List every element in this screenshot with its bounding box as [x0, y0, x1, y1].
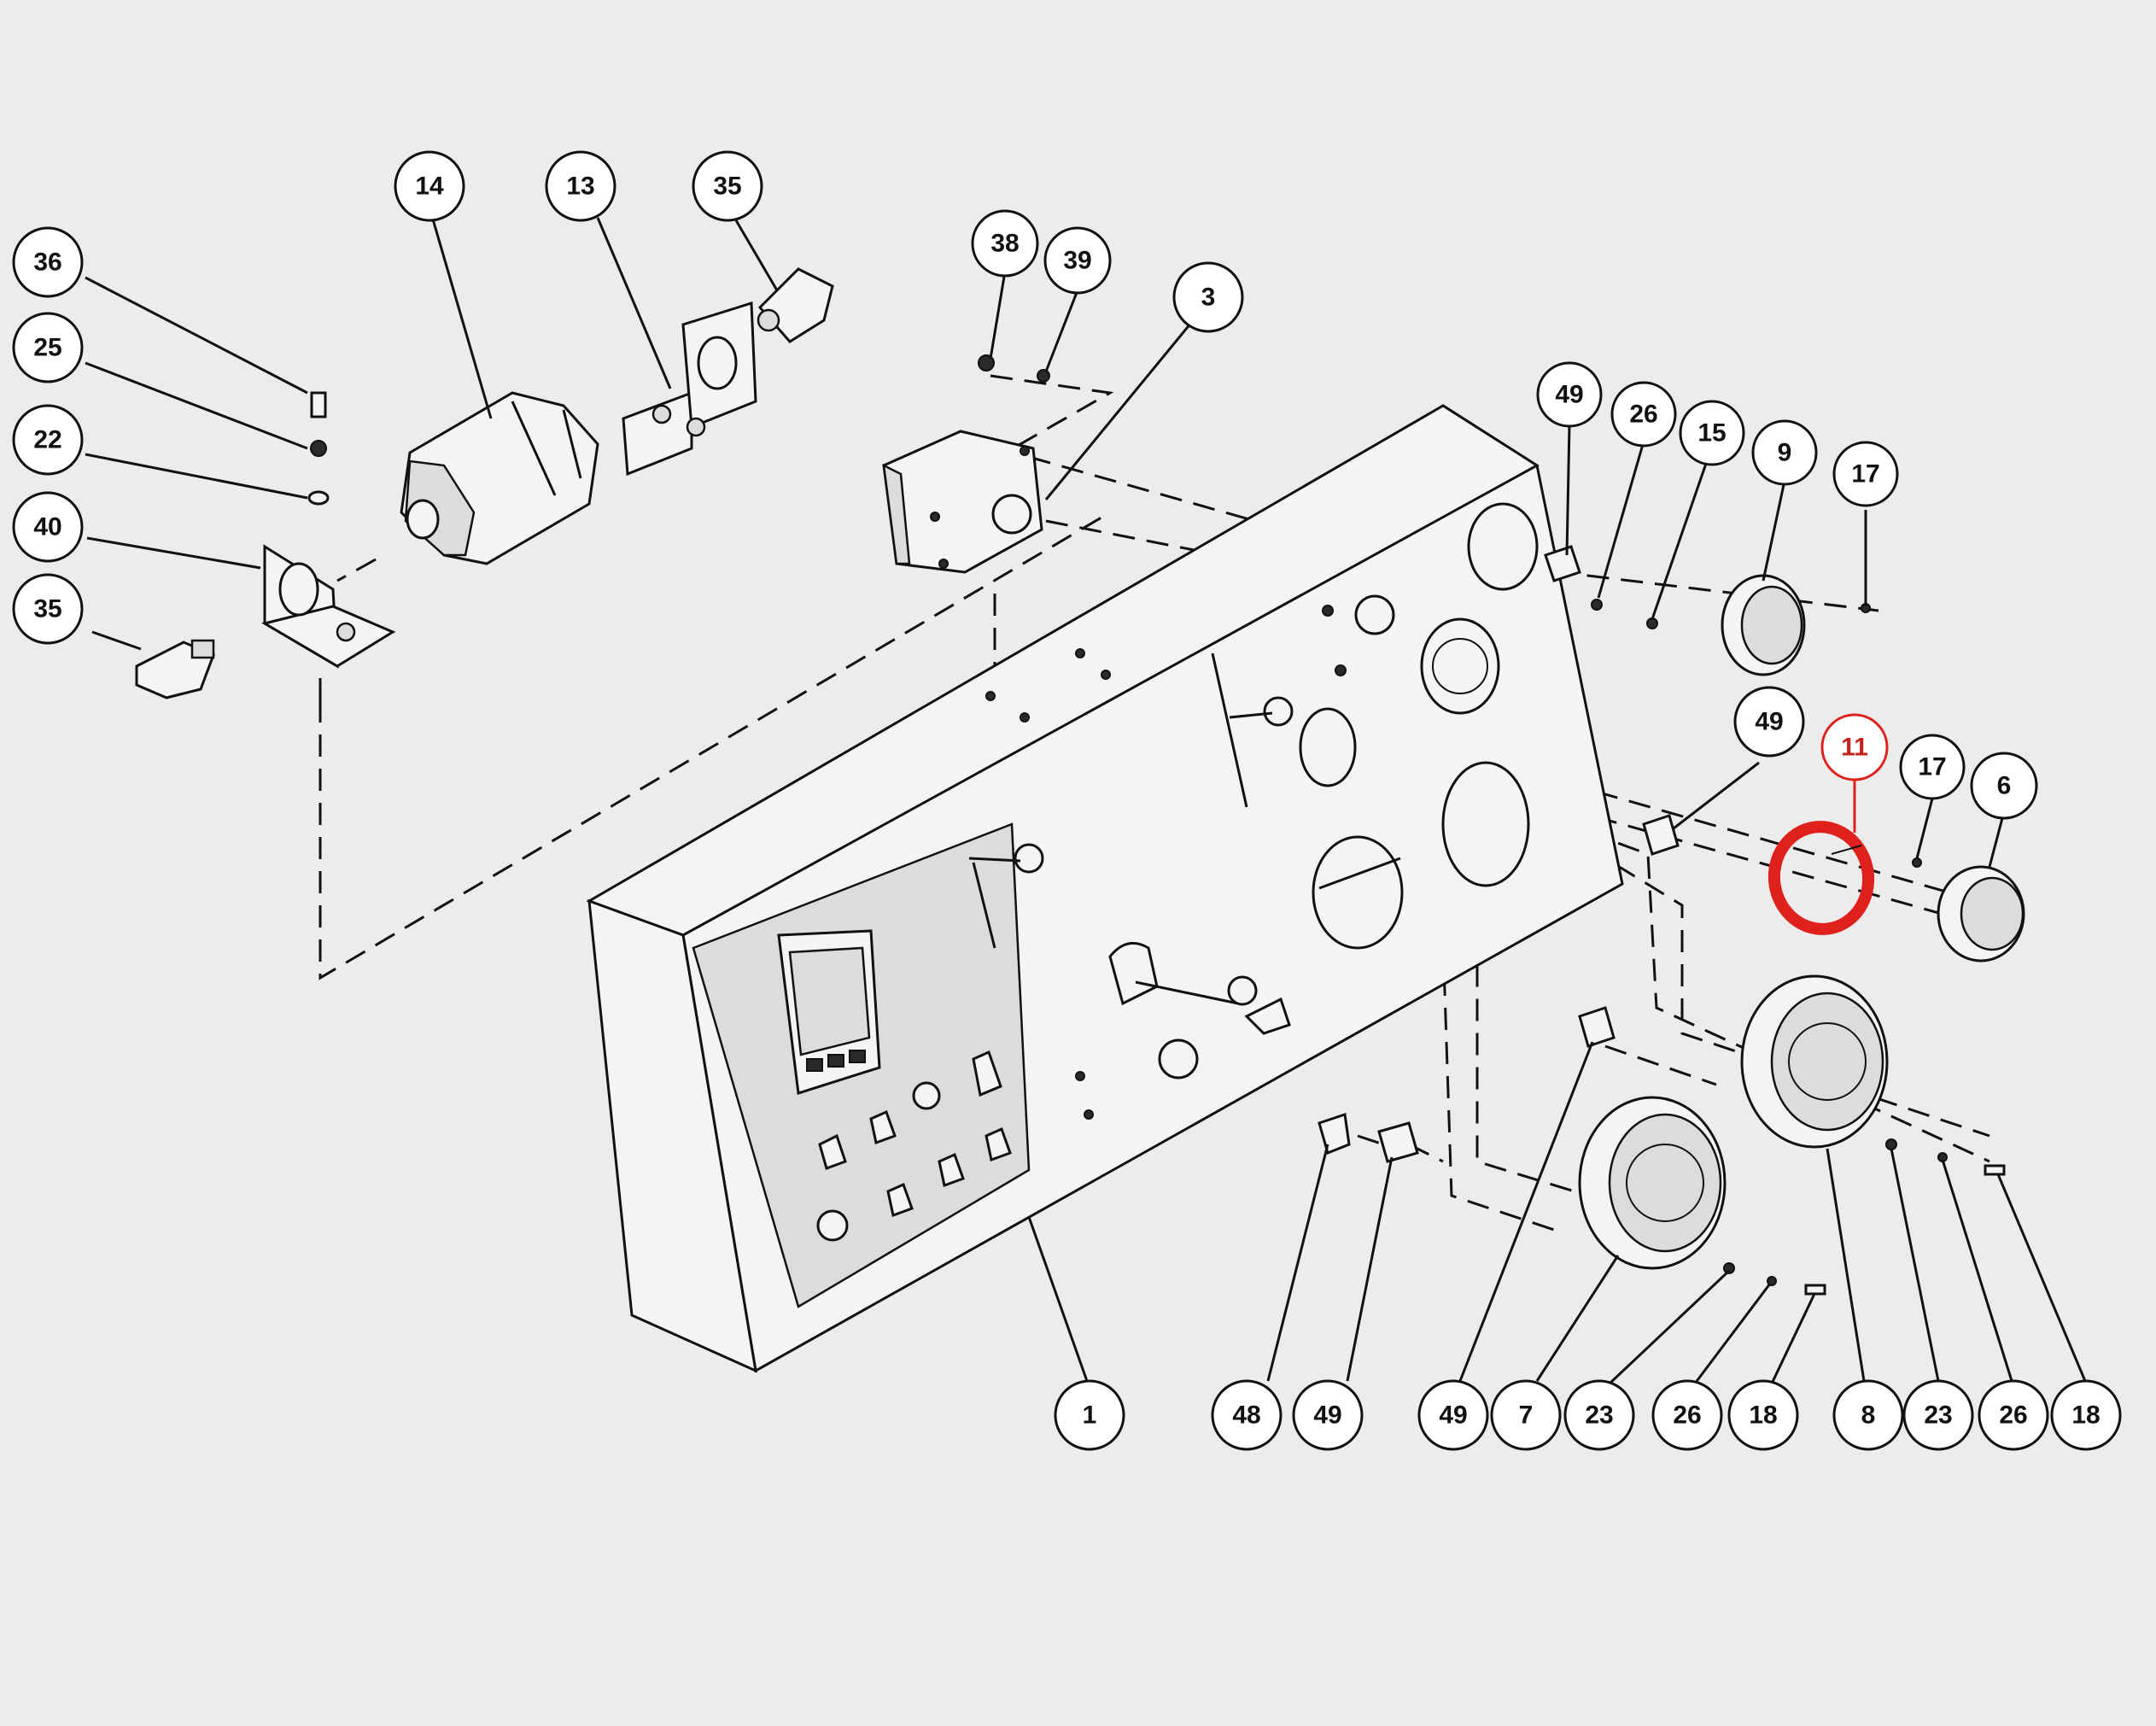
- callout-22: 22: [12, 404, 84, 476]
- callout-49-top: 49: [1536, 361, 1603, 428]
- callout-label: 25: [33, 334, 61, 362]
- callout-38: 38: [971, 209, 1039, 278]
- callout-label: 26: [1629, 401, 1657, 429]
- callout-35-left: 35: [12, 573, 84, 645]
- callout-26-right: 26: [1978, 1379, 2049, 1451]
- callout-label: 15: [1697, 419, 1726, 448]
- callout-48: 48: [1211, 1379, 1282, 1451]
- callout-26-left: 26: [1651, 1379, 1723, 1451]
- callout-label: 36: [33, 249, 61, 277]
- callout-23-left: 23: [1563, 1379, 1635, 1451]
- callout-13: 13: [545, 150, 616, 222]
- callout-label: 18: [1749, 1401, 1777, 1430]
- callout-label: 48: [1232, 1401, 1260, 1430]
- callout-26-top: 26: [1610, 381, 1677, 448]
- callout-40: 40: [12, 491, 84, 563]
- callout-label: 23: [1585, 1401, 1613, 1430]
- callout-9: 9: [1751, 419, 1818, 486]
- callout-8: 8: [1832, 1379, 1904, 1451]
- motor-assembly-parts: [135, 267, 834, 699]
- callout-label: 8: [1861, 1401, 1876, 1430]
- callout-15: 15: [1679, 400, 1745, 466]
- callout-leader-lines: [85, 213, 2087, 1385]
- callout-label: 26: [1999, 1401, 2027, 1430]
- callout-label: 22: [33, 426, 61, 454]
- callout-18-left: 18: [1727, 1379, 1799, 1451]
- callout-3: 3: [1172, 261, 1244, 333]
- callout-17-mid: 17: [1899, 734, 1966, 800]
- callout-39: 39: [1043, 226, 1112, 295]
- callout-label: 7: [1519, 1401, 1534, 1430]
- callout-label: 26: [1673, 1401, 1701, 1430]
- callout-label: 49: [1313, 1401, 1341, 1430]
- callout-49-low-right: 49: [1417, 1379, 1489, 1451]
- callout-36: 36: [12, 226, 84, 298]
- callout-1: 1: [1054, 1379, 1125, 1451]
- gauge-assemblies: [1318, 545, 2025, 1296]
- callout-35-top: 35: [692, 150, 763, 222]
- callout-label: 39: [1063, 247, 1091, 275]
- callout-label: 1: [1083, 1401, 1097, 1430]
- callout-label: 13: [566, 173, 594, 201]
- callout-label: 17: [1918, 753, 1946, 781]
- callout-49-mid: 49: [1733, 686, 1805, 758]
- callout-label: 3: [1201, 284, 1216, 312]
- callout-label: 35: [33, 595, 61, 623]
- callout-14: 14: [394, 150, 465, 222]
- callout-label: 18: [2071, 1401, 2100, 1430]
- callout-label: 14: [415, 173, 444, 201]
- callout-11: 11: [1820, 713, 1889, 781]
- callout-6: 6: [1970, 752, 2038, 820]
- callout-49-low-left: 49: [1292, 1379, 1364, 1451]
- callout-25: 25: [12, 312, 84, 383]
- callout-label: 17: [1851, 460, 1879, 489]
- callout-label: 49: [1555, 381, 1583, 409]
- control-panel-enclosure: [586, 404, 1624, 1373]
- callout-label: 23: [1924, 1401, 1952, 1430]
- callout-label: 49: [1755, 708, 1783, 736]
- callout-label: 6: [1997, 772, 2012, 800]
- callout-17-top: 17: [1832, 441, 1899, 507]
- callout-label: 49: [1439, 1401, 1467, 1430]
- callout-label: 35: [713, 173, 741, 201]
- callout-label: 38: [990, 230, 1019, 258]
- callout-7: 7: [1490, 1379, 1562, 1451]
- callout-label: 40: [33, 513, 61, 541]
- callout-23-right: 23: [1902, 1379, 1974, 1451]
- switch-box-parts: [882, 354, 1050, 574]
- callout-18-right: 18: [2050, 1379, 2122, 1451]
- callout-label: 9: [1778, 439, 1792, 467]
- callout-label: 11: [1841, 734, 1868, 762]
- sealing-ring-11: [1767, 821, 1875, 935]
- callout-balloons: 36 25 22 40 35 14 13 35 38 39 3 49 26 15…: [12, 150, 2122, 1451]
